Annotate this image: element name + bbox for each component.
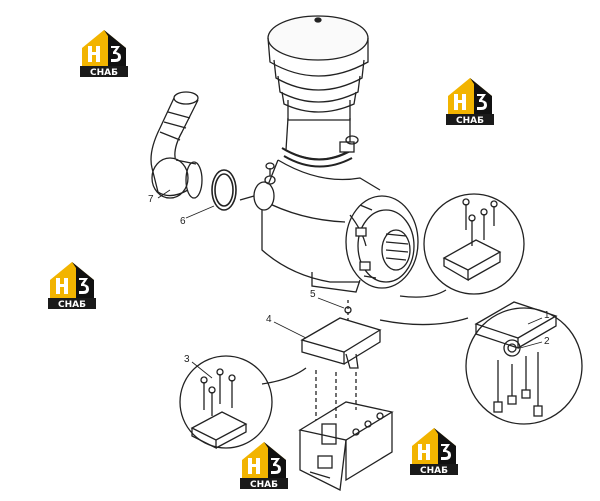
callout-4: 4: [266, 314, 272, 325]
watermark-word: СНАБ: [58, 300, 86, 310]
callout-1: 1: [544, 310, 550, 321]
watermark-logo-3: СНАБ: [48, 262, 96, 310]
detail-circle-left: [179, 355, 307, 450]
intake-elbow: [150, 91, 203, 199]
detail-circle-right: [379, 301, 583, 425]
watermark-logo-5: СНАБ: [240, 442, 288, 490]
detail-circle-upper: [399, 193, 525, 298]
watermark-word: СНАБ: [456, 116, 484, 126]
callout-3: 3: [184, 354, 190, 365]
mounting-bracket-4: [300, 300, 382, 369]
watermark-logo-2: СНАБ: [446, 78, 494, 126]
callout-labels: 1 2 3 4 5 6 7: [148, 194, 550, 365]
watermark-logo-4: СНАБ: [410, 428, 458, 476]
end-cover: [345, 195, 419, 289]
air-filter-housing: [239, 117, 381, 293]
precleaner-cap: [267, 15, 369, 121]
callout-7: 7: [148, 194, 154, 205]
seal-ring: [211, 169, 237, 211]
callout-2: 2: [544, 336, 550, 347]
watermark-word: СНАБ: [420, 466, 448, 476]
callout-5: 5: [310, 289, 316, 300]
leader-lines: [157, 189, 543, 379]
watermark-word: СНАБ: [250, 480, 278, 490]
watermark-logo-1: СНАБ: [80, 30, 128, 78]
callout-6: 6: [180, 216, 186, 227]
watermark-word: СНАБ: [90, 68, 118, 78]
lower-bracket: [298, 370, 394, 491]
